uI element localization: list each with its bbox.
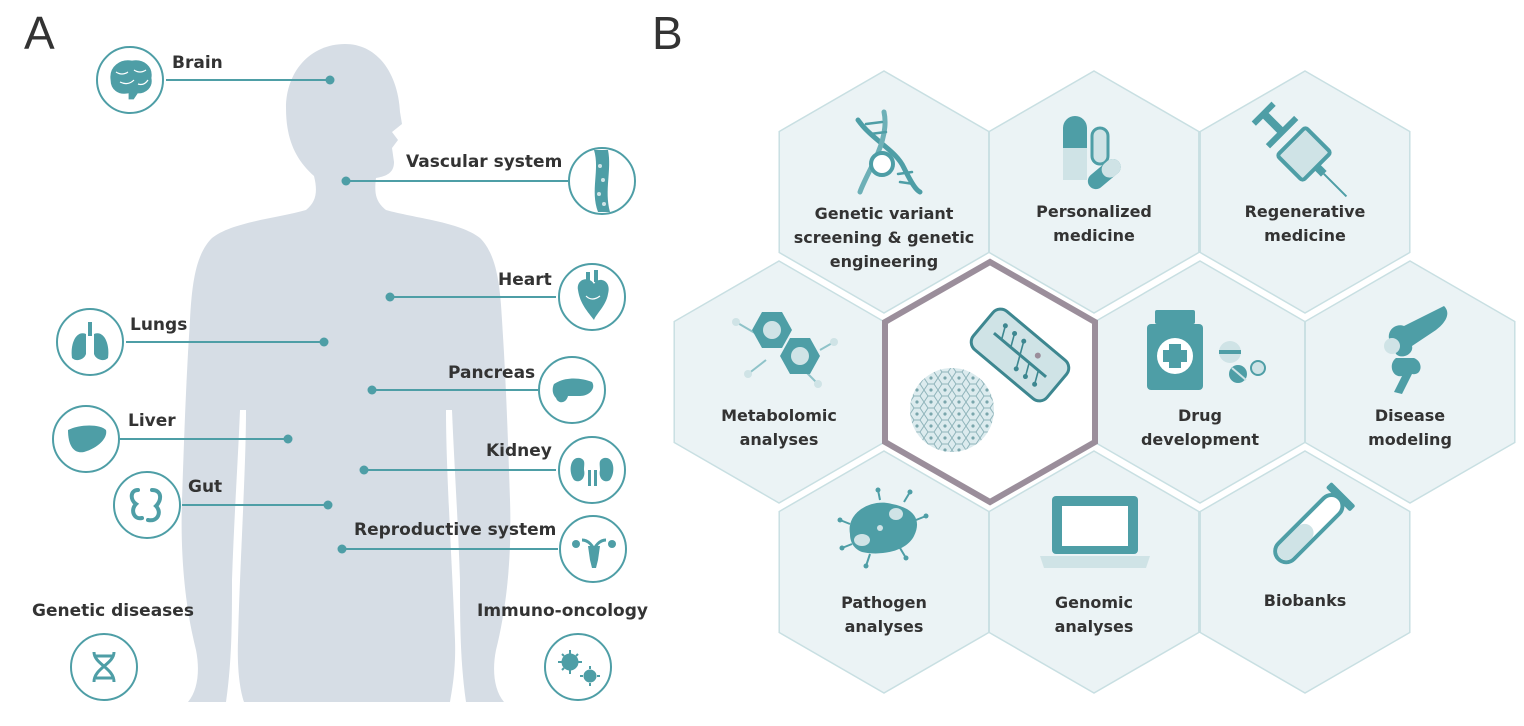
hex-label-genetic-variant: Genetic variant screening & genetic engi… [794,202,975,274]
hex-label-biobanks: Biobanks [1264,589,1346,613]
hex-label-line: Personalized [1036,202,1152,221]
hexagon-personalized-medicine [988,70,1200,314]
hex-label-line: Pathogen [841,593,927,612]
virus-icon [558,650,600,686]
organ-label-kidney: Kidney [486,441,552,461]
organ-on-chip-icon [969,307,1071,403]
organ-label-lungs: Lungs [130,315,188,335]
dna-icon [92,651,116,683]
hexagon-genetic-variant [778,70,990,314]
organ-label-pancreas: Pancreas [448,363,536,383]
hex-label-genomic-analyses: Genomic analyses [1055,591,1134,639]
bacterium-icon [837,487,929,569]
joint-icon [1384,306,1448,394]
kidney-icon-ring [558,436,626,504]
hex-label-line: medicine [1053,226,1135,245]
hexagon-genomic-analyses [988,450,1200,694]
hexagon-biobanks [1199,450,1411,694]
virus-icon-ring [544,633,612,701]
lungs-icon-ring [56,308,124,376]
hex-label-line: Genomic [1054,593,1134,612]
uterus-icon [572,538,616,568]
connector-dots [283,75,395,554]
body-silhouette [181,44,511,702]
laptop-icon [1040,496,1150,568]
hex-label-line: Genetic variant [814,204,954,223]
hex-label-line: analyses [1054,617,1134,636]
hexagon-disease-modeling [1304,260,1516,504]
hex-label-line: analyses [844,617,924,636]
hex-label-line: Disease [1374,406,1446,425]
test-tube-icon [1273,482,1355,565]
panel-a-label: A [24,7,55,59]
organ-label-heart: Heart [498,270,552,290]
capsules-icon [1063,116,1121,190]
kidney-icon [570,457,614,486]
organ-label-gut: Gut [188,477,223,497]
hexagon-regenerative-medicine [1199,70,1411,314]
hex-label-line: analyses [739,430,819,449]
hex-label-drug-development: Drug development [1141,404,1259,452]
pancreas-icon [552,378,594,403]
organ-label-liver: Liver [128,411,176,431]
hex-label-line: Drug [1177,406,1223,425]
hex-label-disease-modeling: Disease modeling [1368,404,1452,452]
heart-icon [577,270,609,320]
cell-culture-icon [910,368,994,452]
hex-label-personalized-medicine: Personalized medicine [1036,200,1152,248]
hexagon-pathogen-analyses [778,450,990,694]
hex-label-line: Metabolomic [721,406,837,425]
medicine-bottle-icon [1147,310,1266,390]
connector-lines [120,79,568,550]
center-hexagon [882,258,1098,506]
liver-icon [68,425,107,453]
hexagon-metabolomic-analyses [673,260,885,504]
hex-label-pathogen-analyses: Pathogen analyses [841,591,927,639]
hex-label-regenerative-medicine: Regenerative medicine [1245,200,1366,248]
panel-b-label: B [652,7,683,59]
organ-label-brain: Brain [172,53,223,73]
gut-icon-ring [113,471,181,539]
hex-label-line: Regenerative [1244,202,1366,221]
hex-label-line: screening & genetic [793,228,975,247]
label-genetic-diseases: Genetic diseases [32,601,194,621]
organ-label-vascular-system: Vascular system [406,152,563,172]
syringe-icon [1251,101,1348,198]
gut-icon [129,488,163,523]
hex-label-line: Biobanks [1263,591,1347,610]
hex-label-metabolomic-analyses: Metabolomic analyses [721,404,837,452]
organ-label-reproductive-system: Reproductive system [354,520,557,540]
brain-icon [109,59,153,101]
dna-helix-icon [855,109,923,195]
hex-label-line: development [1140,430,1260,449]
hex-label-line: engineering [829,252,939,271]
molecule-icon [732,312,838,388]
label-immuno-oncology: Immuno-oncology [477,601,648,621]
hex-label-line: modeling [1368,430,1452,449]
lungs-icon [71,322,109,361]
hex-label-line: medicine [1264,226,1346,245]
vessel-icon [594,150,610,212]
